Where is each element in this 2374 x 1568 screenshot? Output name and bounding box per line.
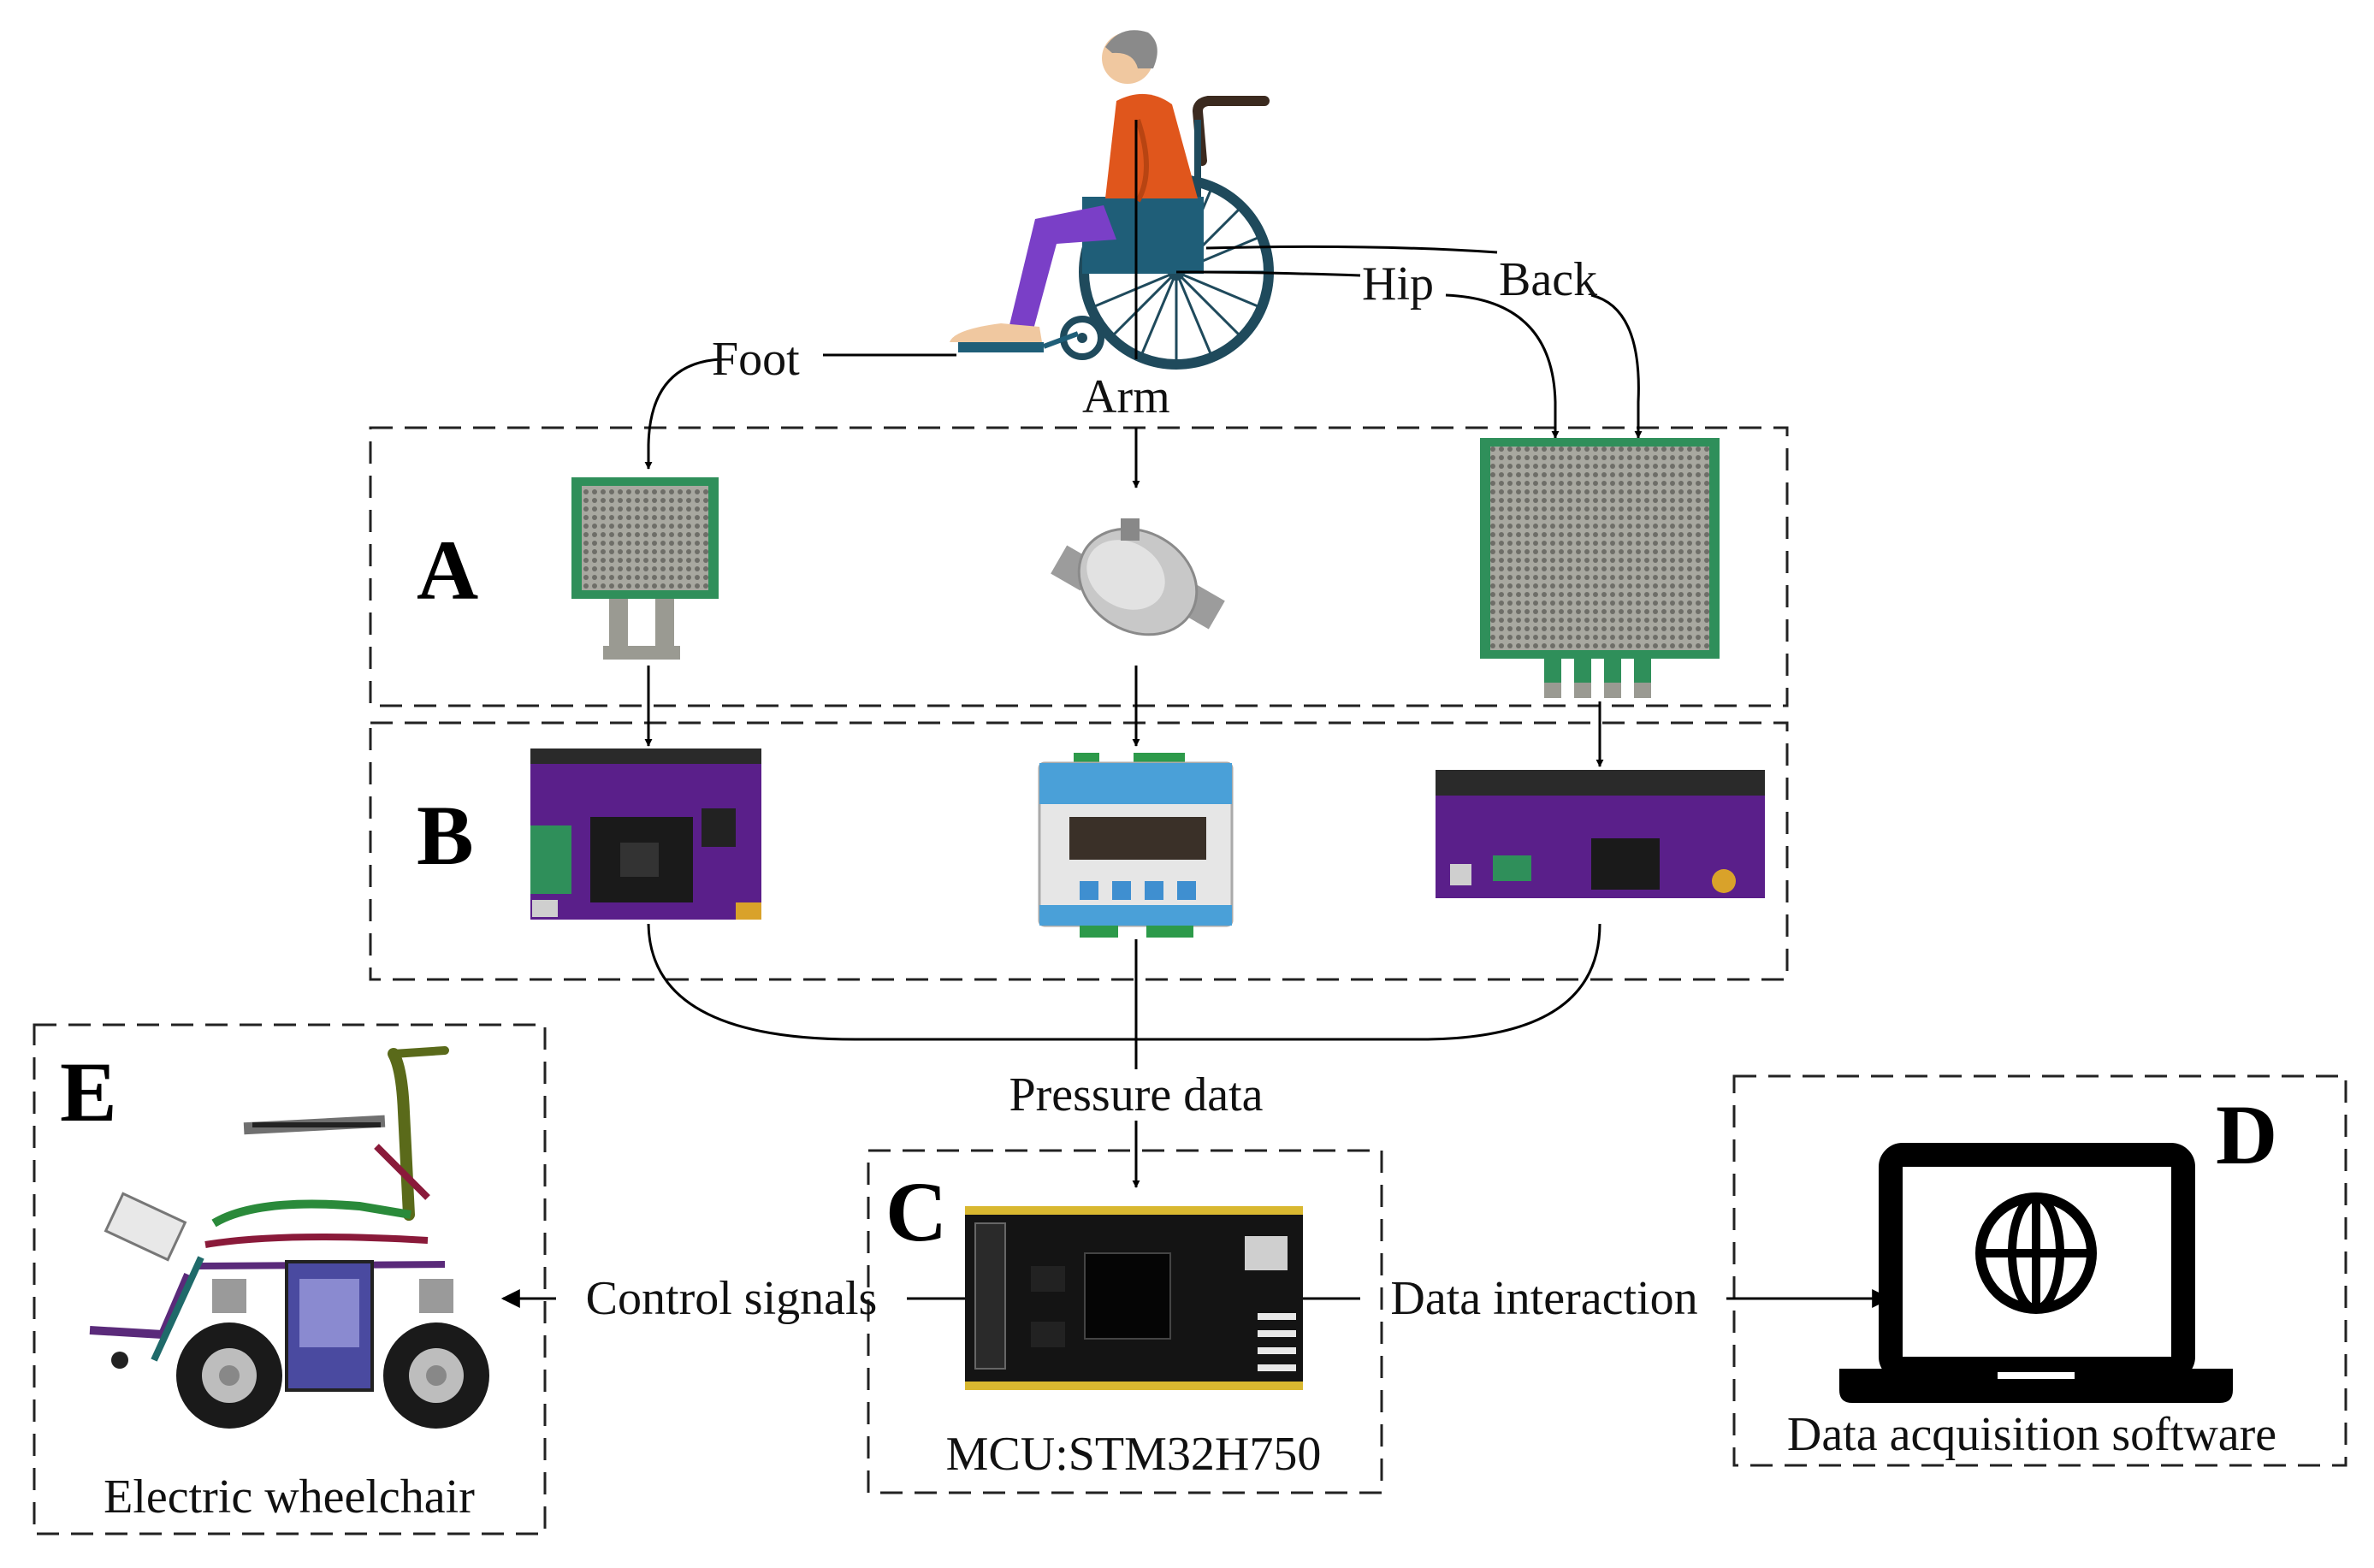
label-control-signals: Control signals xyxy=(586,1272,878,1325)
label-foot: Foot xyxy=(712,333,800,386)
panel-a-letter: A xyxy=(417,523,478,618)
back-acquisition-board-icon xyxy=(1436,770,1765,898)
panel-c-frame xyxy=(867,1149,1383,1494)
laptop-globe-icon xyxy=(1839,1143,2233,1403)
wheelchair-user-icon xyxy=(950,30,1274,370)
connector-foot xyxy=(644,353,956,470)
panel-d-letter: D xyxy=(2216,1087,2277,1182)
amplifier-module-icon xyxy=(1038,753,1234,938)
panel-d-frame xyxy=(1732,1074,2347,1467)
connector-hip xyxy=(1175,270,1560,439)
foot-acquisition-board-icon xyxy=(530,748,761,920)
label-hip: Hip xyxy=(1362,257,1434,311)
caption-mcu: MCU:STM32H750 xyxy=(946,1428,1322,1481)
label-arm: Arm xyxy=(1082,370,1170,423)
label-back: Back xyxy=(1499,253,1597,306)
panel-e-frame xyxy=(33,1023,547,1535)
load-cell-icon xyxy=(1051,518,1225,636)
panel-b-letter: B xyxy=(417,788,474,883)
caption-software: Data acquisition software xyxy=(1787,1408,2276,1461)
merge-lines xyxy=(647,923,1601,1188)
connector-back xyxy=(1205,245,1643,439)
foot-pressure-mat-icon xyxy=(571,477,719,660)
panel-b-frame xyxy=(369,721,1789,981)
panel-c-letter: C xyxy=(885,1164,947,1259)
caption-electric-wheelchair: Electric wheelchair xyxy=(104,1470,475,1524)
electric-wheelchair-icon xyxy=(89,1046,489,1429)
label-pressure-data: Pressure data xyxy=(1009,1068,1263,1121)
mcu-board-icon xyxy=(965,1206,1303,1390)
label-data-interaction: Data interaction xyxy=(1390,1272,1697,1325)
panel-e-letter: E xyxy=(60,1044,117,1139)
panel-a-frame xyxy=(369,426,1789,707)
back-hip-pressure-mat-icon xyxy=(1480,438,1720,698)
